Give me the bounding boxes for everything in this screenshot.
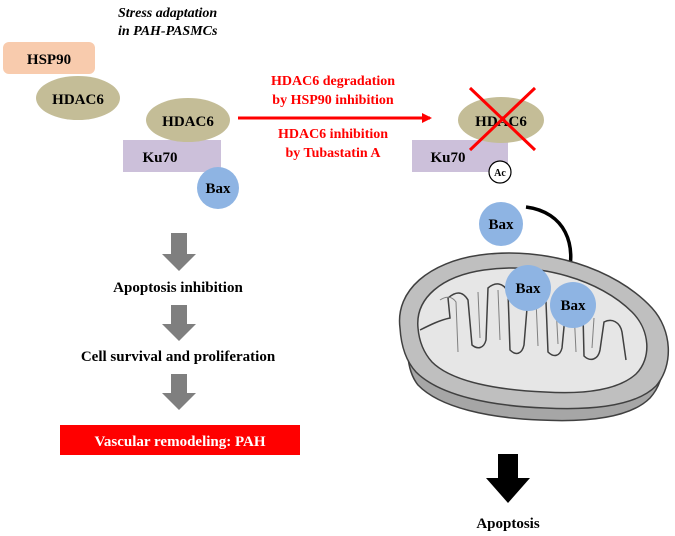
ku70-left-box: [123, 140, 221, 172]
hdac6-free-ellipse: [36, 76, 120, 120]
gray-arrow-3: [162, 374, 196, 410]
gray-arrow-1: [162, 233, 196, 271]
step-cell-survival: Cell survival and proliferation: [81, 349, 276, 365]
bax-mito1-circle: [505, 265, 551, 311]
step-apoptosis-inhibition: Apoptosis inhibition: [113, 280, 243, 296]
bax-mito2-circle: [550, 282, 596, 328]
arrow-text-line1: HDAC6 degradation: [271, 74, 395, 89]
hsp90-label: HSP90: [27, 52, 71, 68]
black-arrow-apoptosis: [486, 454, 530, 503]
bax-left-label: Bax: [205, 181, 231, 197]
outcome-apoptosis: Apoptosis: [476, 516, 540, 532]
red-cross-line-2: [468, 86, 537, 152]
header-line2: in PAH-PASMCs: [118, 24, 218, 39]
arrow-text-line2: by HSP90 inhibition: [272, 93, 394, 108]
bax-mito1-label: Bax: [515, 281, 541, 297]
arrow-text-line3: HDAC6 inhibition: [278, 127, 388, 142]
hsp90-box: [3, 42, 95, 74]
hdac6-free-label: HDAC6: [52, 92, 104, 108]
bax-left-circle: [197, 167, 239, 209]
ku70-left-label: Ku70: [142, 150, 177, 166]
header-line1: Stress adaptation: [118, 6, 217, 21]
ku70-right-label: Ku70: [430, 150, 465, 166]
gray-arrow-2: [162, 305, 196, 341]
acetyl-circle: [488, 160, 512, 184]
outcome-pah-box: [60, 425, 300, 455]
bax-free-circle: [479, 202, 523, 246]
arrow-text-line4: by Tubastatin A: [286, 146, 382, 161]
bax-mito2-label: Bax: [560, 298, 586, 314]
hdac6-left-label: HDAC6: [162, 114, 214, 130]
acetyl-label: Ac: [494, 168, 506, 179]
mitochondrion: [398, 252, 669, 422]
hdac6-left-ellipse: [146, 98, 230, 142]
outcome-pah-label: Vascular remodeling: PAH: [94, 434, 265, 450]
bax-free-label: Bax: [488, 217, 514, 233]
